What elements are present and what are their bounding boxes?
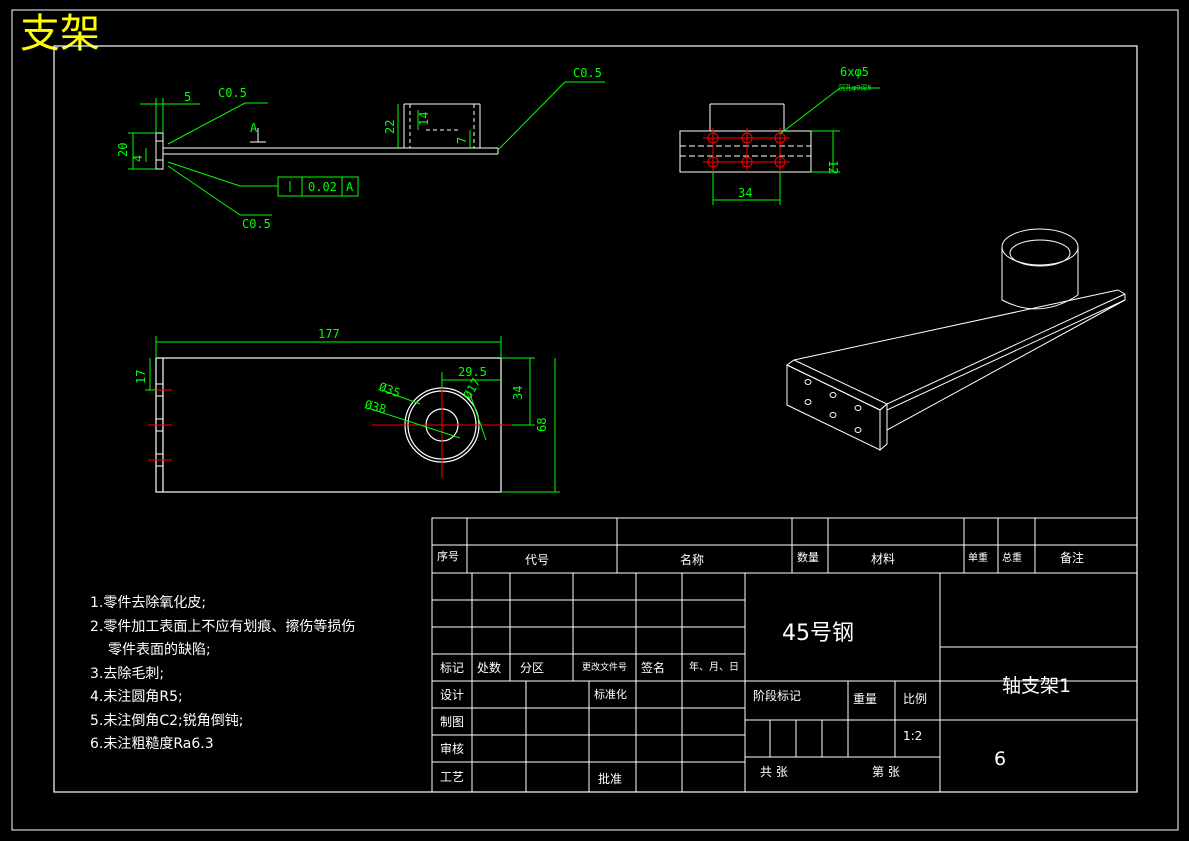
approve-label: 批准 (598, 771, 622, 786)
dim-12: 12 (826, 160, 840, 174)
col-seq: 序号 (437, 549, 459, 563)
note-2-continued: 零件表面的缺陷; (108, 642, 211, 658)
top-view-dimensions (145, 336, 560, 493)
note-2: 2.零件加工表面上不应有划痕、擦伤等损伤 (90, 618, 356, 635)
scale-label: 比例 (903, 692, 927, 706)
scale-value: 1:2 (903, 729, 922, 743)
note-3: 3.去除毛刺; (90, 665, 165, 682)
mark-label: 标记 (440, 661, 464, 675)
note-4: 4.未注圆角R5; (90, 689, 183, 705)
draw-label: 制图 (440, 715, 464, 729)
side-view-dimensions (712, 87, 880, 205)
date-label: 年、月、日 (689, 660, 739, 673)
dim-29-5: 29.5 (458, 365, 487, 379)
col-name: 名称 (680, 552, 704, 567)
dim-7: 7 (455, 137, 469, 144)
dim-5: 5 (184, 90, 191, 104)
drawing-number: 6 (994, 748, 1006, 770)
material-value: 45号钢 (782, 621, 854, 646)
isometric-view (786, 228, 1126, 452)
col-code: 代号 (525, 553, 549, 567)
dim-holes: 6xφ5 (840, 65, 869, 79)
side-view (679, 103, 812, 173)
col-material: 材料 (871, 552, 895, 566)
note-6: 6.未注粗糙度Ra6.3 (90, 736, 214, 752)
note-1: 1.零件去除氧化皮; (90, 595, 207, 611)
note-5: 5.未注倒角C2;锐角倒钝; (90, 712, 244, 729)
standard-label: 标准化 (594, 687, 627, 701)
dim-34-top: 34 (511, 386, 525, 400)
col-qty: 数量 (797, 551, 819, 564)
front-view (155, 103, 499, 170)
side-view-holes (703, 128, 790, 172)
change-doc-label: 更改文件号 (582, 661, 627, 673)
total-sheets-label: 共 张 (760, 765, 788, 779)
sign-label: 签名 (641, 660, 665, 675)
datum-label: A (250, 121, 258, 135)
tolerance-datum: A (346, 180, 354, 194)
technical-notes: 1.零件去除氧化皮; 2.零件加工表面上不应有划痕、擦伤等损伤 零件表面的缺陷;… (90, 592, 355, 757)
count-label: 处数 (477, 660, 501, 675)
dim-17-top: 17 (134, 370, 148, 384)
check-label: 审核 (440, 741, 464, 756)
dim-holes-note: 沉孔φ9深5 (838, 83, 872, 92)
front-view-dimensions (128, 81, 605, 216)
col-remark: 备注 (1060, 550, 1084, 565)
design-label: 设计 (440, 688, 464, 702)
title-block (431, 517, 1138, 793)
dim-34-side: 34 (738, 186, 752, 200)
process-label: 工艺 (440, 770, 464, 784)
drawing-title: 支架 (20, 11, 100, 57)
col-total-weight: 总重 (1002, 551, 1022, 564)
dim-22: 22 (383, 120, 397, 134)
sheet-number-label: 第 张 (872, 765, 900, 779)
dim-c05-top: C0.5 (218, 86, 247, 100)
dim-177: 177 (318, 327, 340, 341)
outer-frame (11, 9, 1179, 831)
dim-68: 68 (535, 418, 549, 432)
col-unit-weight: 单重 (968, 551, 988, 564)
dim-20: 20 (116, 143, 130, 157)
dim-4: 4 (131, 155, 145, 162)
part-name: 轴支架1 (1002, 675, 1071, 697)
dim-d35: Ø35 (377, 380, 402, 401)
dim-c05-bottom: C0.5 (242, 217, 271, 231)
zone-label: 分区 (520, 661, 544, 675)
dim-c05-right: C0.5 (573, 66, 602, 80)
stage-label: 阶段标记 (753, 688, 801, 703)
dim-d38: Ø38 (363, 397, 388, 416)
dim-14: 14 (417, 112, 431, 126)
tolerance-value: 0.02 (308, 180, 337, 194)
weight-label: 重量 (853, 692, 877, 706)
